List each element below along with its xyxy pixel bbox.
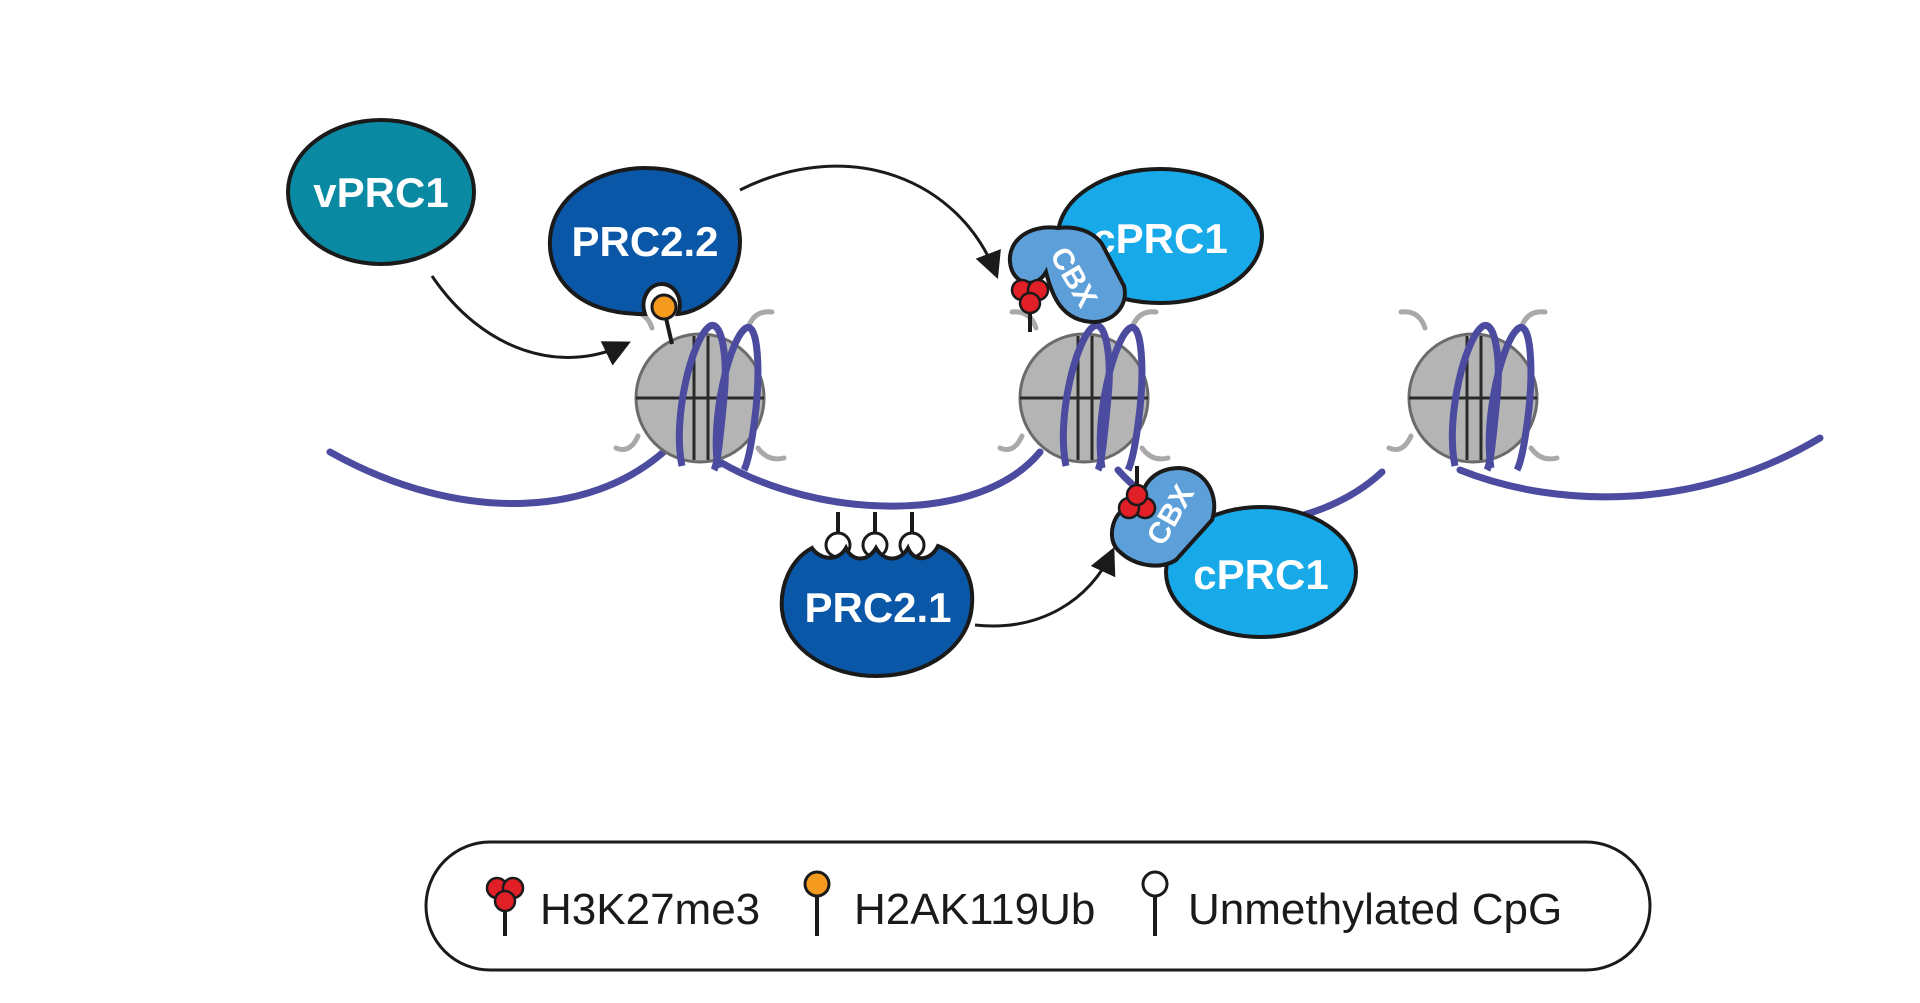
h3k27me3-legend-icon bbox=[485, 876, 525, 936]
h2ak119ub-mark bbox=[650, 293, 678, 345]
cpg-mark-2 bbox=[861, 512, 889, 559]
h3k27me3-mark-top bbox=[1010, 278, 1050, 334]
cpg-legend-label: Unmethylated CpG bbox=[1188, 885, 1562, 934]
prc2-1-label: PRC2.1 bbox=[804, 584, 951, 631]
cprc1-bottom-complex: cPRC1 bbox=[1164, 505, 1358, 639]
arrow-prc2-2-to-cbx bbox=[739, 164, 1001, 280]
cprc1-bottom-label: cPRC1 bbox=[1193, 551, 1328, 598]
cbx-top: CBX bbox=[1007, 225, 1127, 325]
prc2-2-label: PRC2.2 bbox=[571, 218, 718, 265]
prc2-2-complex: PRC2.2 bbox=[547, 165, 743, 317]
nucleosome-2 bbox=[1000, 312, 1168, 470]
prc2-1-complex: PRC2.1 bbox=[779, 543, 975, 679]
vprc1-label: vPRC1 bbox=[313, 169, 448, 216]
h2ak119ub-legend-icon bbox=[803, 870, 831, 936]
cpg-mark-3 bbox=[898, 512, 926, 559]
h2ak119ub-legend-label: H2AK119Ub bbox=[854, 885, 1095, 934]
nucleosome-3 bbox=[1389, 312, 1557, 470]
arrow-vprc1-to-nucleosome bbox=[430, 275, 631, 366]
cpg-legend-icon bbox=[1141, 870, 1169, 936]
dna-strand bbox=[326, 434, 1824, 528]
cprc1-top-label: cPRC1 bbox=[1092, 215, 1227, 262]
vprc1-complex: vPRC1 bbox=[286, 118, 476, 266]
legend: H3K27me3 H2AK119Ub Unmethylated CpG bbox=[424, 840, 1652, 972]
h3k27me3-legend-label: H3K27me3 bbox=[540, 885, 760, 934]
nucleosome-1 bbox=[616, 312, 784, 470]
arrow-prc2-1-to-cbx bbox=[974, 547, 1116, 628]
